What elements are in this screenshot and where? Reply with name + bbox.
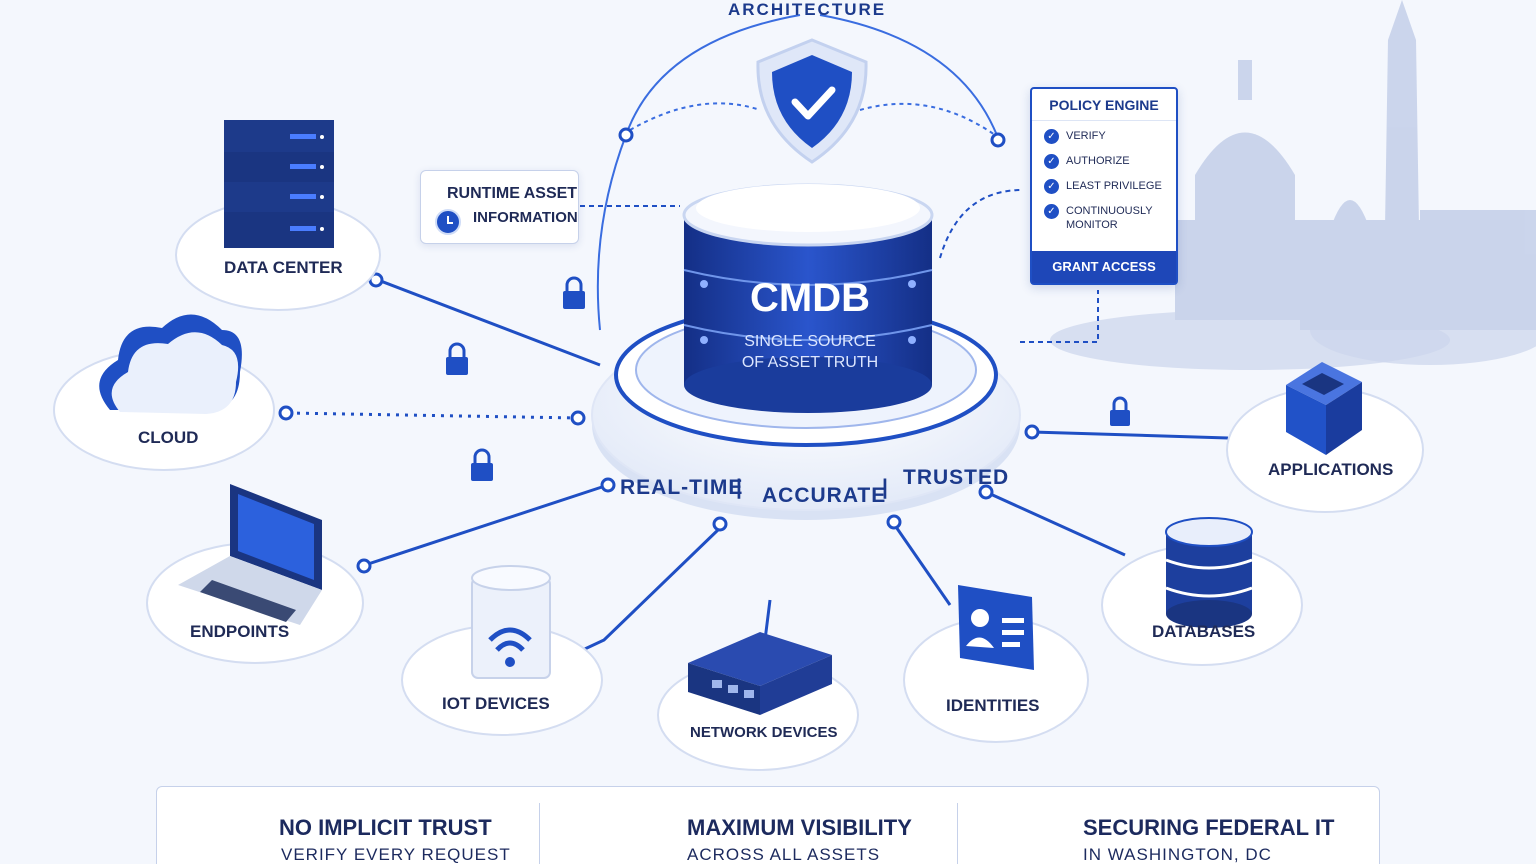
lock-icon: [1110, 396, 1130, 426]
runtime-asset-box: RUNTIME ASSET INFORMATION: [420, 170, 579, 244]
shield-check-icon: [756, 38, 868, 164]
check-icon: ✓: [1044, 204, 1059, 219]
policy-step: ✓VERIFY: [1042, 129, 1176, 144]
feature-maximum-visibility: MAXIMUM VISIBILITY ACROSS ALL ASSETS: [541, 787, 955, 864]
diagram-heading: ARCHITECTURE: [728, 0, 887, 19]
node-label-data-center: DATA CENTER: [224, 258, 343, 277]
feature-title: MAXIMUM VISIBILITY: [687, 815, 912, 840]
database-icon: [1165, 517, 1253, 628]
policy-engine-title: POLICY ENGINE: [1032, 89, 1176, 121]
ring-label-realtime: REAL-TIME: [620, 476, 744, 499]
feature-title: SECURING FEDERAL IT: [1083, 815, 1335, 840]
link-databases: [985, 490, 1126, 557]
orbit-arc-left: [625, 14, 801, 136]
orbit-arc-lower-left: [596, 134, 627, 331]
feature-subtitle: VERIFY EVERY REQUEST: [281, 845, 511, 864]
cmdb-cylinder: [682, 183, 934, 413]
cmdb-subtitle-line2: OF ASSET TRUTH: [741, 354, 879, 371]
lock-icon: [563, 276, 585, 309]
policy-step: ✓AUTHORIZE: [1042, 154, 1176, 169]
link-cloud: [287, 411, 579, 420]
orbit-node-left: [618, 127, 634, 143]
runtime-label-line1: RUNTIME ASSET: [447, 185, 578, 202]
ring-label-trusted: TRUSTED: [903, 466, 1010, 489]
node-label-endpoints: ENDPOINTS: [190, 622, 290, 641]
node-label-databases: DATABASES: [1152, 622, 1256, 641]
ring-label-accurate: ACCURATE: [762, 484, 887, 507]
feature-securing-federal-it: SECURING FEDERAL IT IN WASHINGTON, DC: [959, 787, 1379, 864]
application-cube-icon: [1286, 362, 1362, 455]
clock-icon: [435, 209, 461, 235]
feature-bar: NO IMPLICIT TRUST VERIFY EVERY REQUEST M…: [156, 786, 1380, 864]
laptop-icon: [178, 484, 322, 625]
cmdb-subtitle-line1: SINGLE SOURCE: [744, 333, 876, 350]
cmdb-title: CMDB: [750, 276, 870, 320]
check-icon: ✓: [1044, 129, 1059, 144]
node-label-applications: APPLICATIONS: [1268, 460, 1394, 479]
link-applications: [1031, 430, 1229, 440]
feature-no-implicit-trust: NO IMPLICIT TRUST VERIFY EVERY REQUEST: [157, 787, 537, 864]
node-label-cloud: CLOUD: [138, 428, 199, 447]
link-endpoints: [361, 483, 609, 568]
ring-separator: |: [882, 476, 889, 499]
lock-icon: [446, 342, 468, 375]
node-label-identities: IDENTITIES: [946, 696, 1040, 715]
policy-steps-list: ✓VERIFY ✓AUTHORIZE ✓LEAST PRIVILEGE ✓CON…: [1032, 121, 1176, 232]
orbit-node-right: [990, 132, 1006, 148]
iot-speaker-icon: [471, 565, 551, 679]
node-label-network-devices: NETWORK DEVICES: [690, 724, 838, 741]
link-identities: [892, 523, 952, 606]
identity-card-icon: [958, 585, 1034, 670]
cloud-icon: [99, 314, 242, 414]
ring-separator: |: [736, 476, 743, 499]
orbit-arc-right: [819, 14, 999, 139]
feature-divider: [539, 803, 540, 864]
capitol-skyline: [1050, 0, 1536, 370]
check-icon: ✓: [1044, 179, 1059, 194]
feature-title: NO IMPLICIT TRUST: [279, 815, 492, 840]
feature-divider: [957, 803, 958, 864]
check-icon: ✓: [1044, 154, 1059, 169]
node-label-iot-devices: IOT DEVICES: [442, 694, 550, 713]
policy-step: ✓LEAST PRIVILEGE: [1042, 179, 1176, 194]
feature-subtitle: IN WASHINGTON, DC: [1083, 845, 1272, 864]
link-data-center: [377, 278, 601, 367]
network-switch-icon: [688, 632, 832, 715]
runtime-label-line2: INFORMATION: [473, 209, 578, 226]
lock-icon: [471, 448, 493, 481]
feature-subtitle: ACROSS ALL ASSETS: [687, 845, 881, 864]
grant-access-button: GRANT ACCESS: [1032, 251, 1176, 283]
server-rack-icon: [224, 120, 334, 248]
policy-engine-panel: POLICY ENGINE ✓VERIFY ✓AUTHORIZE ✓LEAST …: [1030, 87, 1178, 285]
